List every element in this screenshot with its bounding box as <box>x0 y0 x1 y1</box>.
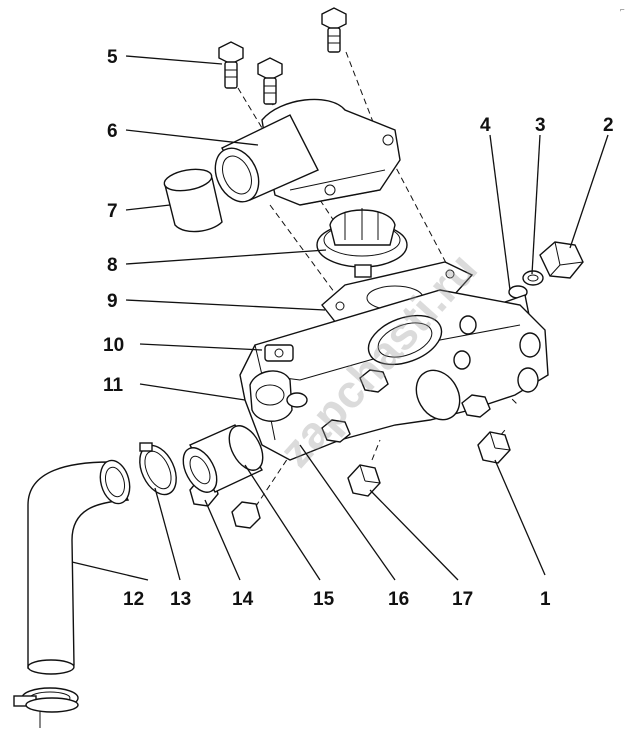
callout-3: 3 <box>535 115 546 136</box>
callout-16: 16 <box>388 589 409 610</box>
callout-17: 17 <box>452 589 473 610</box>
callout-labels: 5 6 7 8 9 10 11 12 13 14 15 16 17 1 2 3 … <box>103 47 614 610</box>
callout-2: 2 <box>603 115 614 136</box>
washer <box>522 270 544 286</box>
bottom-hose-clamp <box>13 687 79 728</box>
callout-10: 10 <box>103 335 124 356</box>
callout-8: 8 <box>107 255 118 276</box>
bolt-body-c <box>359 369 389 393</box>
callout-6: 6 <box>107 121 118 142</box>
bolt-5-a <box>218 41 244 89</box>
bolt-15 <box>231 501 261 529</box>
leader-lines <box>71 55 609 581</box>
hose <box>27 459 131 675</box>
callout-13: 13 <box>170 589 191 610</box>
housing-body <box>239 289 549 461</box>
callout-9: 9 <box>107 291 118 312</box>
callout-11: 11 <box>103 375 124 396</box>
callout-12: 12 <box>123 589 144 610</box>
callout-15: 15 <box>313 589 335 610</box>
sleeve-ring <box>163 168 223 233</box>
callout-1: 1 <box>540 589 551 610</box>
callout-4: 4 <box>480 115 491 136</box>
corner-mark: ⌐ <box>620 5 625 14</box>
bolt-body-b <box>461 394 491 418</box>
callout-7: 7 <box>107 201 118 222</box>
thermostat-housing-cover <box>214 98 401 206</box>
callout-5: 5 <box>107 47 118 68</box>
bolt-body-a <box>321 419 351 443</box>
cap-nut <box>539 241 584 279</box>
bolt-17 <box>347 464 381 497</box>
bolt-1 <box>477 431 511 464</box>
thermostat <box>316 208 408 278</box>
bolt-5-c <box>321 7 347 53</box>
bolt-5-b <box>257 57 283 105</box>
pipe-fitting <box>182 424 264 493</box>
hose-clamp <box>139 442 177 496</box>
callout-14: 14 <box>232 589 254 610</box>
